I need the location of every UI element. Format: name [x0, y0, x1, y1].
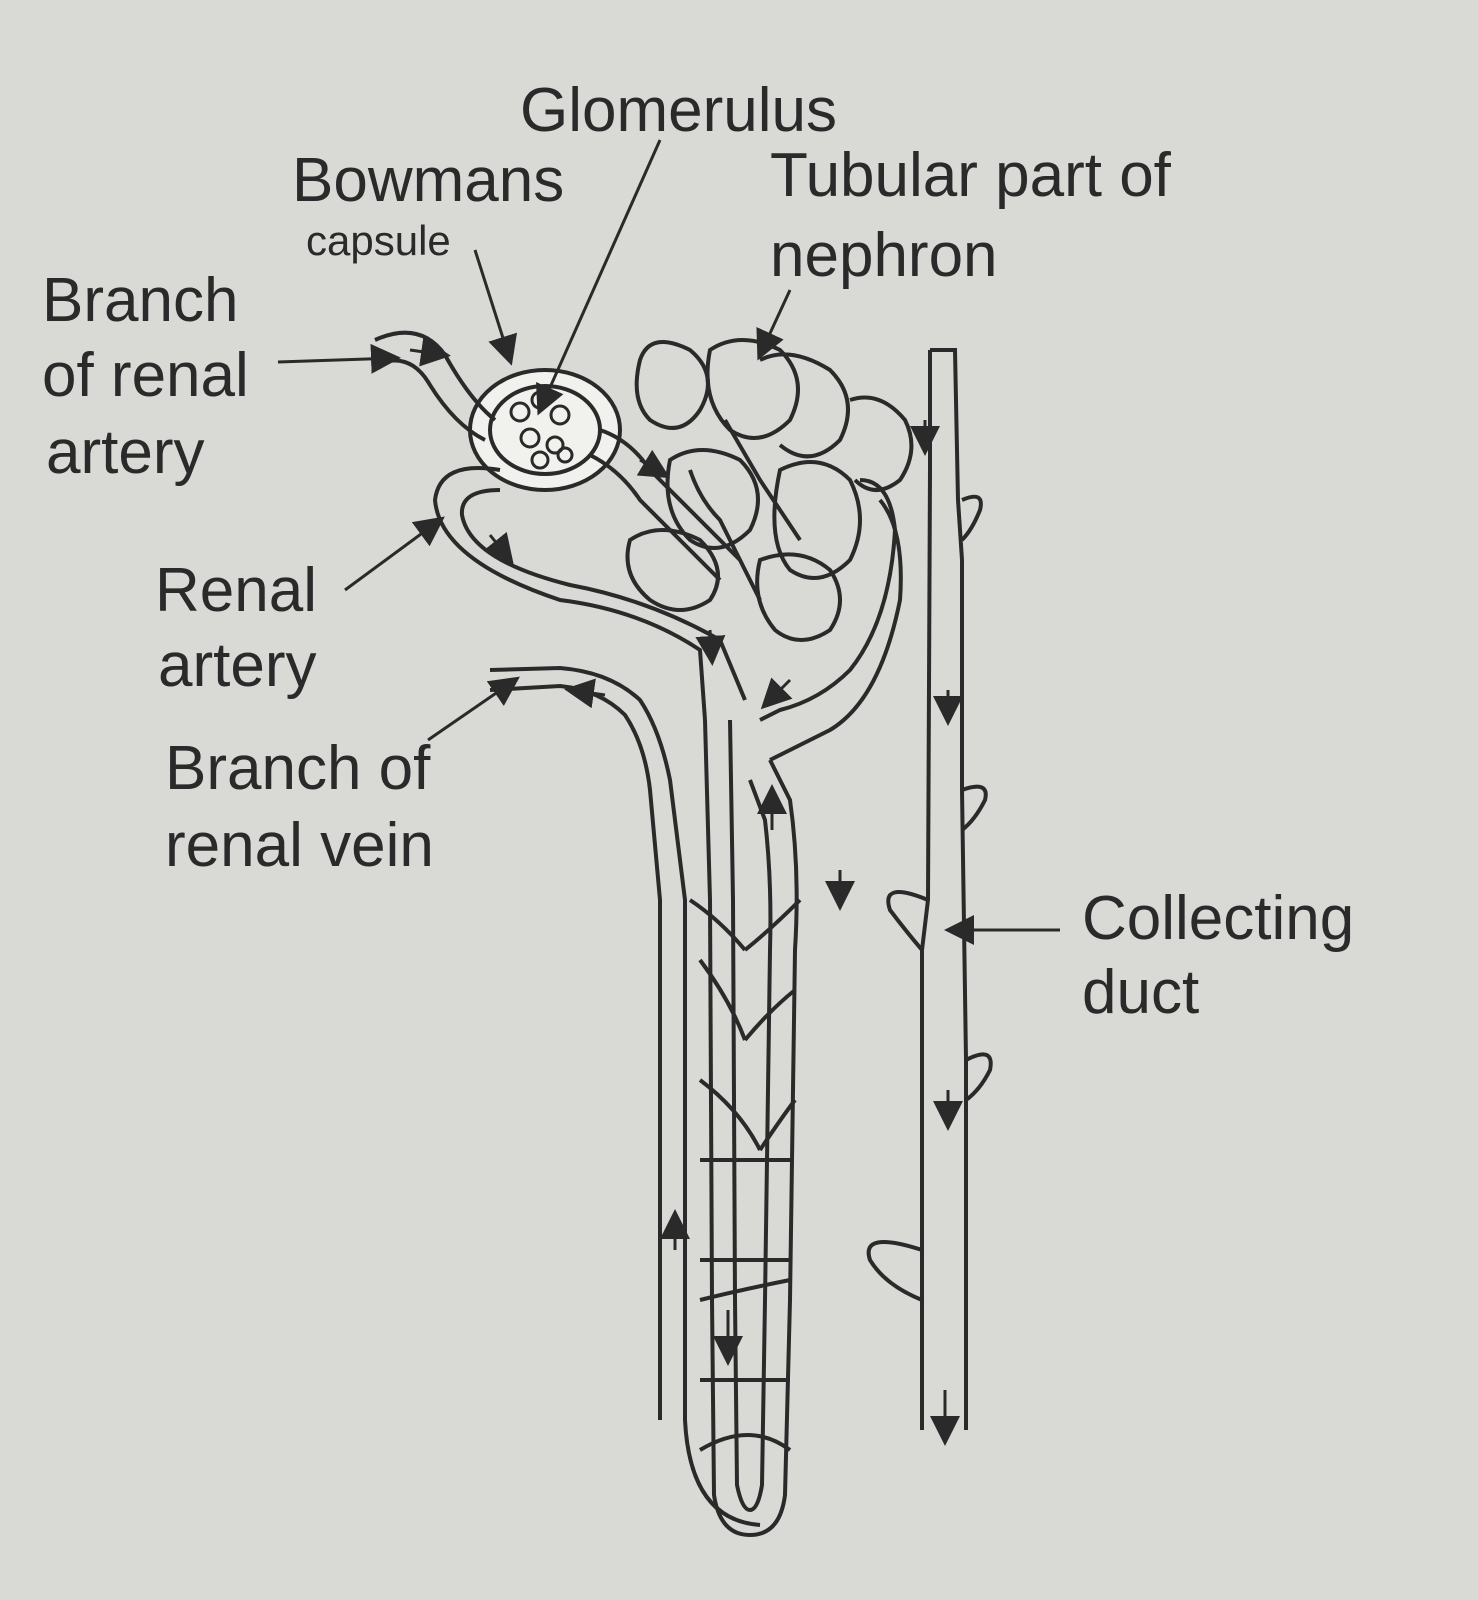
peritubular-capillaries	[688, 898, 802, 1452]
flow-arrows	[409, 336, 963, 1446]
bowmans-capsule	[468, 368, 622, 492]
label-capsule: capsule	[306, 217, 451, 264]
label-collecting-line1: Collecting	[1082, 884, 1355, 953]
label-tubular-line2: nephron	[770, 221, 998, 290]
label-branch-vein-line1: Branch of	[165, 734, 431, 803]
label-tubular-line1: Tubular part of	[770, 141, 1171, 210]
pointer-lines	[277, 139, 1060, 945]
label-branch-artery-line1: Branch	[42, 266, 239, 335]
loop-of-henle	[703, 719, 799, 1538]
label-branch-artery-line3: artery	[46, 418, 205, 487]
renal-artery-vessel	[432, 428, 747, 721]
label-renal-artery-line1: Renal	[155, 556, 317, 625]
label-collecting-line2: duct	[1082, 958, 1200, 1027]
label-branch-artery-line2: of renal	[42, 341, 249, 410]
label-branch-vein-line2: renal vein	[165, 811, 434, 880]
label-bowmans: Bowmans	[292, 146, 565, 215]
label-glomerulus: Glomerulus	[520, 76, 837, 145]
convoluted-tubule	[625, 338, 914, 762]
label-renal-artery-line2: artery	[158, 631, 317, 700]
